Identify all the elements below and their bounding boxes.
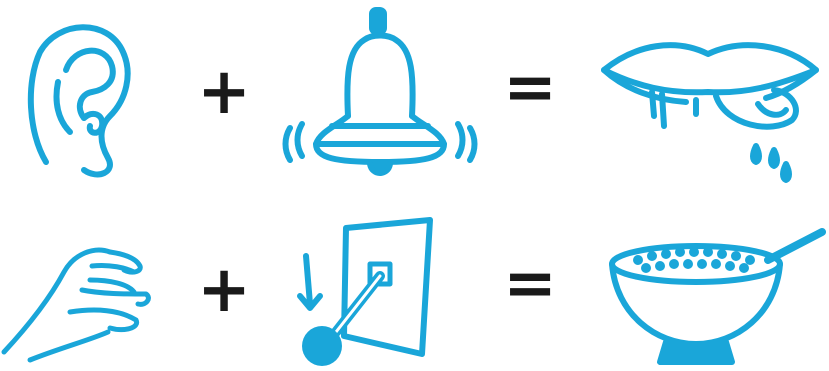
cereal-bowl-icon [600, 214, 826, 370]
plus-operator: + [194, 60, 254, 124]
lever-switch-icon [290, 212, 450, 368]
drooling-mouth-icon [596, 30, 822, 190]
plus-operator: + [194, 258, 254, 322]
pinching-hand-icon [0, 228, 160, 366]
equals-operator: = [500, 56, 560, 120]
ringing-bell-icon [276, 6, 486, 186]
equals-operator: = [500, 252, 560, 316]
ear-icon [18, 12, 138, 182]
